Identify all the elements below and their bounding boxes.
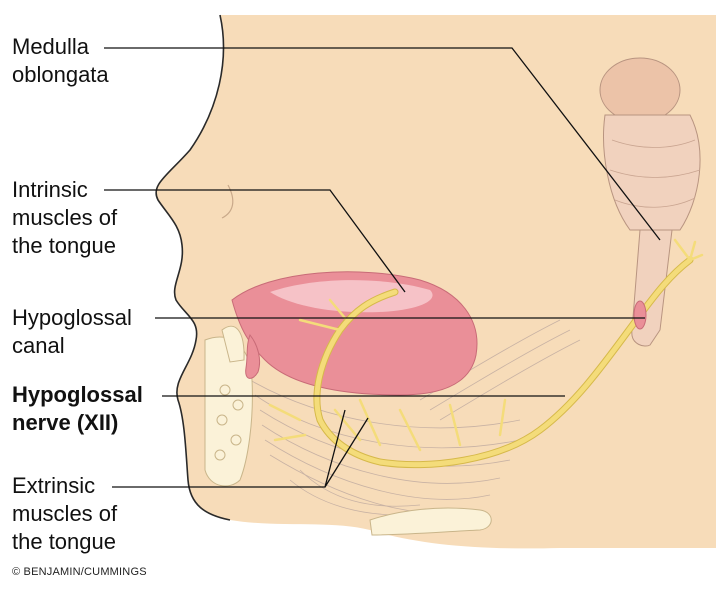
label-hypoglossal-nerve: Hypoglossal nerve (XII) bbox=[12, 381, 143, 437]
copyright-credit: © BENJAMIN/CUMMINGS bbox=[12, 566, 147, 578]
label-extrinsic-muscles: Extrinsic muscles of the tongue bbox=[12, 472, 117, 556]
label-intrinsic-muscles: Intrinsic muscles of the tongue bbox=[12, 176, 117, 260]
label-medulla-oblongata: Medulla oblongata bbox=[12, 33, 109, 89]
label-hypoglossal-canal: Hypoglossal canal bbox=[12, 304, 132, 360]
hypoglossal-canal-marker bbox=[634, 301, 646, 329]
